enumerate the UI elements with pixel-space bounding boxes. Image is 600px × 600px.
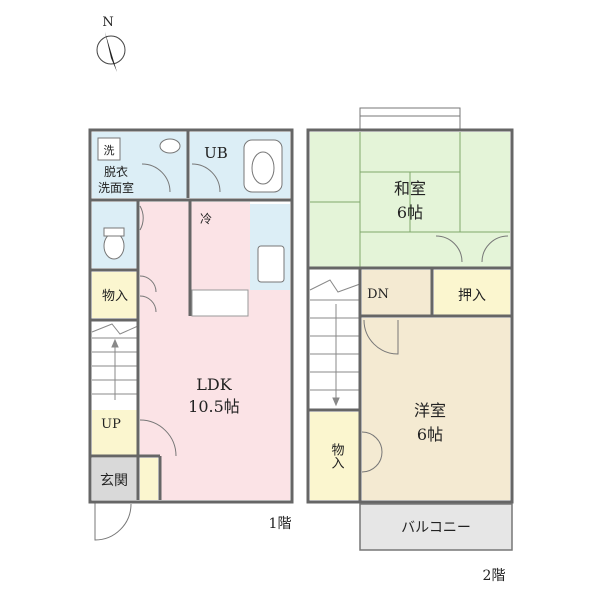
bathtub-icon [243,139,283,193]
compass: N [96,15,126,72]
sink-icon [159,138,181,154]
entrance-area [92,458,138,500]
doors-1f [94,163,221,541]
stairs-2f [310,270,360,410]
storage-2f [310,412,360,500]
walls-1f [88,128,294,504]
washroom-label-1: 脱衣 [104,164,128,179]
doors-2f [361,235,509,473]
ldk-size: 10.5帖 [188,397,240,416]
walls-2f [306,128,514,504]
washroom-label-2: 洗面室 [98,180,134,195]
compass-circle [96,35,126,65]
washroom-icon-text: 洗 [104,144,115,157]
yoshitsu-area [362,318,510,500]
yoshitsu-size: 6帖 [417,425,443,444]
entrance-label: 玄関 [100,472,128,489]
stair-treads-2f [309,279,361,407]
bath-label: UB [204,144,228,162]
north-arrow-icon [105,32,117,72]
balcony-area [359,503,513,551]
washing-machine-icon [97,137,121,161]
stairs-up-label: UP [101,417,121,432]
ldk-area [140,202,290,500]
floor-2-label: 2階 [483,568,506,584]
dn-area [362,270,432,316]
fixtures-1f [97,137,285,317]
kitchen-sink-icon [257,245,285,283]
yoshitsu-name: 洋室 [414,401,446,420]
stairs-down-label: DN [367,287,389,302]
floor-1: 洗 脱衣 洗面室 UB 冷 物入 UP 玄関 LDK 10.5帖 1階 [88,128,294,541]
storage-2f-label: 物入 [329,443,345,469]
up-area [92,410,138,456]
closet-label: 押入 [458,288,486,304]
floor-2: 和室 6帖 DN 押入 洋室 6帖 物入 バルコニー 2階 [306,107,514,584]
closet-area [434,270,510,316]
floor-1-label: 1階 [269,516,292,532]
north-label: N [102,15,113,30]
shoe-closet [140,458,158,500]
tatami-lines [310,132,510,268]
washitsu-name: 和室 [394,179,426,198]
ldk-name: LDK [196,375,232,394]
stair-treads-1f [91,323,139,400]
balcony-label: バルコニー [401,520,471,536]
storage-1f [92,272,138,318]
fridge-label: 冷 [200,212,212,226]
toilet-icon [103,232,125,260]
storage-1f-label: 物入 [102,289,128,304]
washitsu-size: 6帖 [397,203,423,222]
window-bay [359,107,461,131]
